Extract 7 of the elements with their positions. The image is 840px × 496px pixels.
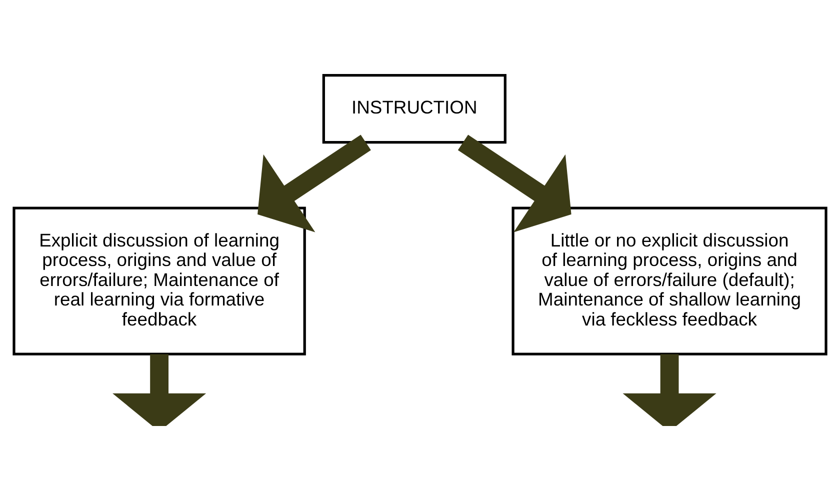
node-box: INSTRUCTION: [322, 74, 506, 144]
arrow: [622, 354, 716, 426]
arrow: [258, 134, 371, 232]
node-box: Little or no explicit discussion of learning process, origins and value of errors/failure (default); Maintenance of shallow learning via feckless feedback: [512, 206, 828, 356]
node-box: Explicit discussion of learning process, origins and value of errors/failure; Maintenance of real learning via formative feedback: [12, 206, 306, 356]
arrow: [458, 134, 572, 232]
arrow: [112, 354, 206, 426]
